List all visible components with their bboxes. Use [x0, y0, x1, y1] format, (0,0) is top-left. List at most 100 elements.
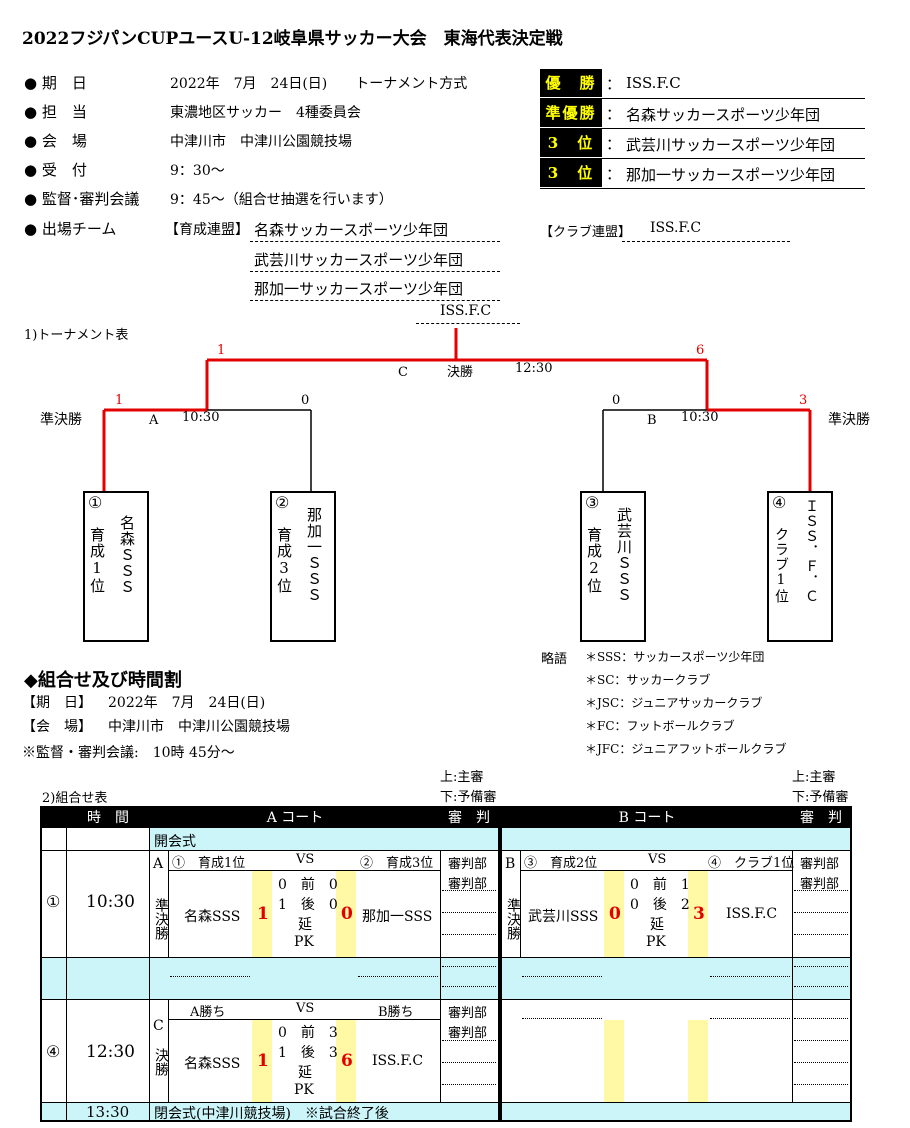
- semi-label-left: 準決勝: [40, 412, 82, 428]
- left-score: 0: [609, 904, 621, 924]
- semi-a-right-score: 0: [301, 393, 310, 408]
- bracket-box-4: ④ ＩＳＳ．Ｆ．Ｃ クラブ1位: [767, 491, 833, 642]
- pk-label: PK: [294, 934, 314, 950]
- header-b-court: B コート: [502, 808, 792, 828]
- pk-label: PK: [294, 1082, 314, 1098]
- bracket-box-3: ③ 武芸川ＳＳＳ 育成2位: [580, 491, 646, 642]
- table-heading: 2)組合せ表: [42, 791, 108, 806]
- bracket-box-1: ① 名森ＳＳＳ 育成1位: [83, 491, 149, 642]
- extra-label: 延: [298, 1065, 312, 1081]
- bracket-box-2: ② 那加一ＳＳＳ 育成3位: [270, 491, 336, 642]
- result-label: 3 位: [540, 159, 602, 187]
- info-label-venue: ● 会 場: [24, 132, 87, 150]
- club-label: 【クラブ連盟】: [540, 225, 632, 240]
- semi-a-code: A: [149, 413, 159, 428]
- box-team-name: ＩＳＳ．Ｆ．Ｃ: [803, 499, 819, 604]
- left-seed: ③ 育成2位: [524, 856, 598, 871]
- referee: 審判部: [448, 857, 488, 872]
- info-value-date: 2022年 7月 24日(日) トーナメント方式: [170, 76, 468, 92]
- team-ikusei-3: 那加一サッカースポーツ少年団: [254, 280, 463, 298]
- semi-a-time: 10:30: [182, 410, 220, 425]
- box-team-name: 那加一ＳＳＳ: [305, 507, 323, 603]
- glossary-item: ＊JSC：ジュニアサッカークラブ: [585, 696, 763, 710]
- header-ref-a: 審 判: [440, 808, 498, 828]
- box-team-seed: 育成2位: [585, 527, 603, 594]
- semi-label-right: 準決勝: [828, 412, 870, 428]
- bracket-lines: [102, 328, 812, 492]
- header-time: 時 間: [66, 808, 150, 828]
- schedule-venue: 中津川市 中津川公園競技場: [108, 719, 290, 735]
- half-score: 0 前 0: [278, 877, 338, 893]
- box-team-name: 武芸川ＳＳＳ: [615, 507, 633, 603]
- right-score: 3: [693, 904, 705, 924]
- vs-label: VS: [648, 852, 667, 867]
- vs-label: VS: [296, 852, 315, 867]
- final-label: C 決勝: [398, 365, 473, 380]
- glossary-item: ＊FC：フットボールクラブ: [585, 719, 735, 733]
- ref-note-bottom-b: 下:予備審: [792, 790, 849, 805]
- semi-b-time: 10:30: [681, 410, 719, 425]
- row-number: ①: [46, 892, 61, 911]
- header-a-court: A コート: [150, 808, 440, 828]
- glossary-item: ＊SSS：サッカースポーツ少年団: [585, 650, 765, 664]
- right-score: 6: [341, 1051, 353, 1071]
- match-kind: 準決勝: [505, 898, 521, 940]
- schedule-meeting: ※監督・審判会議: 10時 45分～: [22, 745, 235, 761]
- referee: 審判部: [800, 857, 840, 872]
- match-code: C: [153, 1018, 164, 1034]
- team-ikusei-2: 武芸川サッカースポーツ少年団: [254, 251, 463, 269]
- referee: 審判部: [448, 877, 488, 892]
- results-box: 優 勝 ： ISS.F.C 準優勝 ： 名森サッカースポーツ少年団 3 位 ： …: [540, 69, 865, 189]
- semi-a-left-score: 1: [115, 393, 124, 408]
- match-kind: 準決勝: [153, 898, 169, 940]
- left-team: 名森SSS: [184, 1056, 241, 1072]
- half-score: 0 前 1: [630, 877, 690, 893]
- glossary-item: ＊JFC：ジュニアフットボールクラブ: [585, 742, 787, 756]
- result-label: 準優勝: [540, 99, 602, 127]
- right-seed: ④ クラブ1位: [708, 856, 795, 871]
- info-value-organizer: 東濃地区サッカー 4種委員会: [170, 105, 361, 121]
- info-label-organizer: ● 担 当: [24, 103, 87, 121]
- semi-b-code: B: [647, 413, 657, 428]
- semi-b-left-score: 0: [612, 393, 621, 408]
- ref-note-bottom-a: 下:予備審: [440, 790, 497, 805]
- row-time: 10:30: [86, 892, 135, 912]
- box-team-name: 名森ＳＳＳ: [118, 515, 136, 595]
- team-ikusei-4: ISS.F.C: [440, 303, 492, 319]
- row-number: ④: [46, 1042, 61, 1061]
- schedule-table: 時 間 A コート 審 判 B コート 審 判 開会式 ① 10:30 A 準決…: [40, 806, 852, 1122]
- glossary-label: 略語: [541, 652, 568, 667]
- left-seed: ① 育成1位: [172, 856, 246, 871]
- right-seed: ② 育成3位: [360, 856, 434, 871]
- left-team: 武芸川SSS: [528, 909, 599, 925]
- info-value-reception: 9：30～: [170, 163, 225, 179]
- info-value-meeting: 9：45～（組合せ抽選を行います）: [170, 192, 393, 208]
- vs-label: VS: [296, 1001, 315, 1016]
- closing-time: 13:30: [86, 1103, 130, 1121]
- result-label: 優 勝: [540, 69, 602, 97]
- extra-label: 延: [298, 917, 312, 933]
- final-time: 12:30: [515, 361, 553, 376]
- box-team-seed: 育成3位: [275, 527, 293, 594]
- result-value: 武芸川サッカースポーツ少年団: [626, 136, 835, 154]
- referee: 審判部: [448, 1006, 488, 1021]
- team-club: ISS.F.C: [650, 220, 702, 236]
- match-kind: 決勝: [153, 1048, 169, 1076]
- glossary-item: ＊SC：サッカークラブ: [585, 673, 711, 687]
- result-value: 那加一サッカースポーツ少年団: [626, 166, 835, 184]
- match-code: A: [153, 856, 164, 872]
- extra-label: 延: [650, 917, 664, 933]
- team-ikusei-1: 名森サッカースポーツ少年団: [254, 221, 448, 239]
- info-label-meeting: ● 監督･審判会議: [24, 190, 140, 208]
- half-score: 1 後 3: [278, 1045, 338, 1061]
- closing-ceremony: 閉会式(中津川競技場) ※試合終了後: [154, 1106, 389, 1122]
- result-row: 準優勝 ： 名森サッカースポーツ少年団: [540, 99, 865, 129]
- left-score: 1: [257, 904, 269, 924]
- match-code: B: [505, 856, 516, 872]
- row-time: 12:30: [86, 1042, 135, 1062]
- result-row: 3 位 ： 那加一サッカースポーツ少年団: [540, 159, 865, 189]
- half-score: 1 後 0: [278, 897, 338, 913]
- info-label-teams: ● 出場チーム: [24, 220, 117, 238]
- right-team: ISS.F.C: [372, 1053, 424, 1069]
- left-team: 名森SSS: [184, 909, 241, 925]
